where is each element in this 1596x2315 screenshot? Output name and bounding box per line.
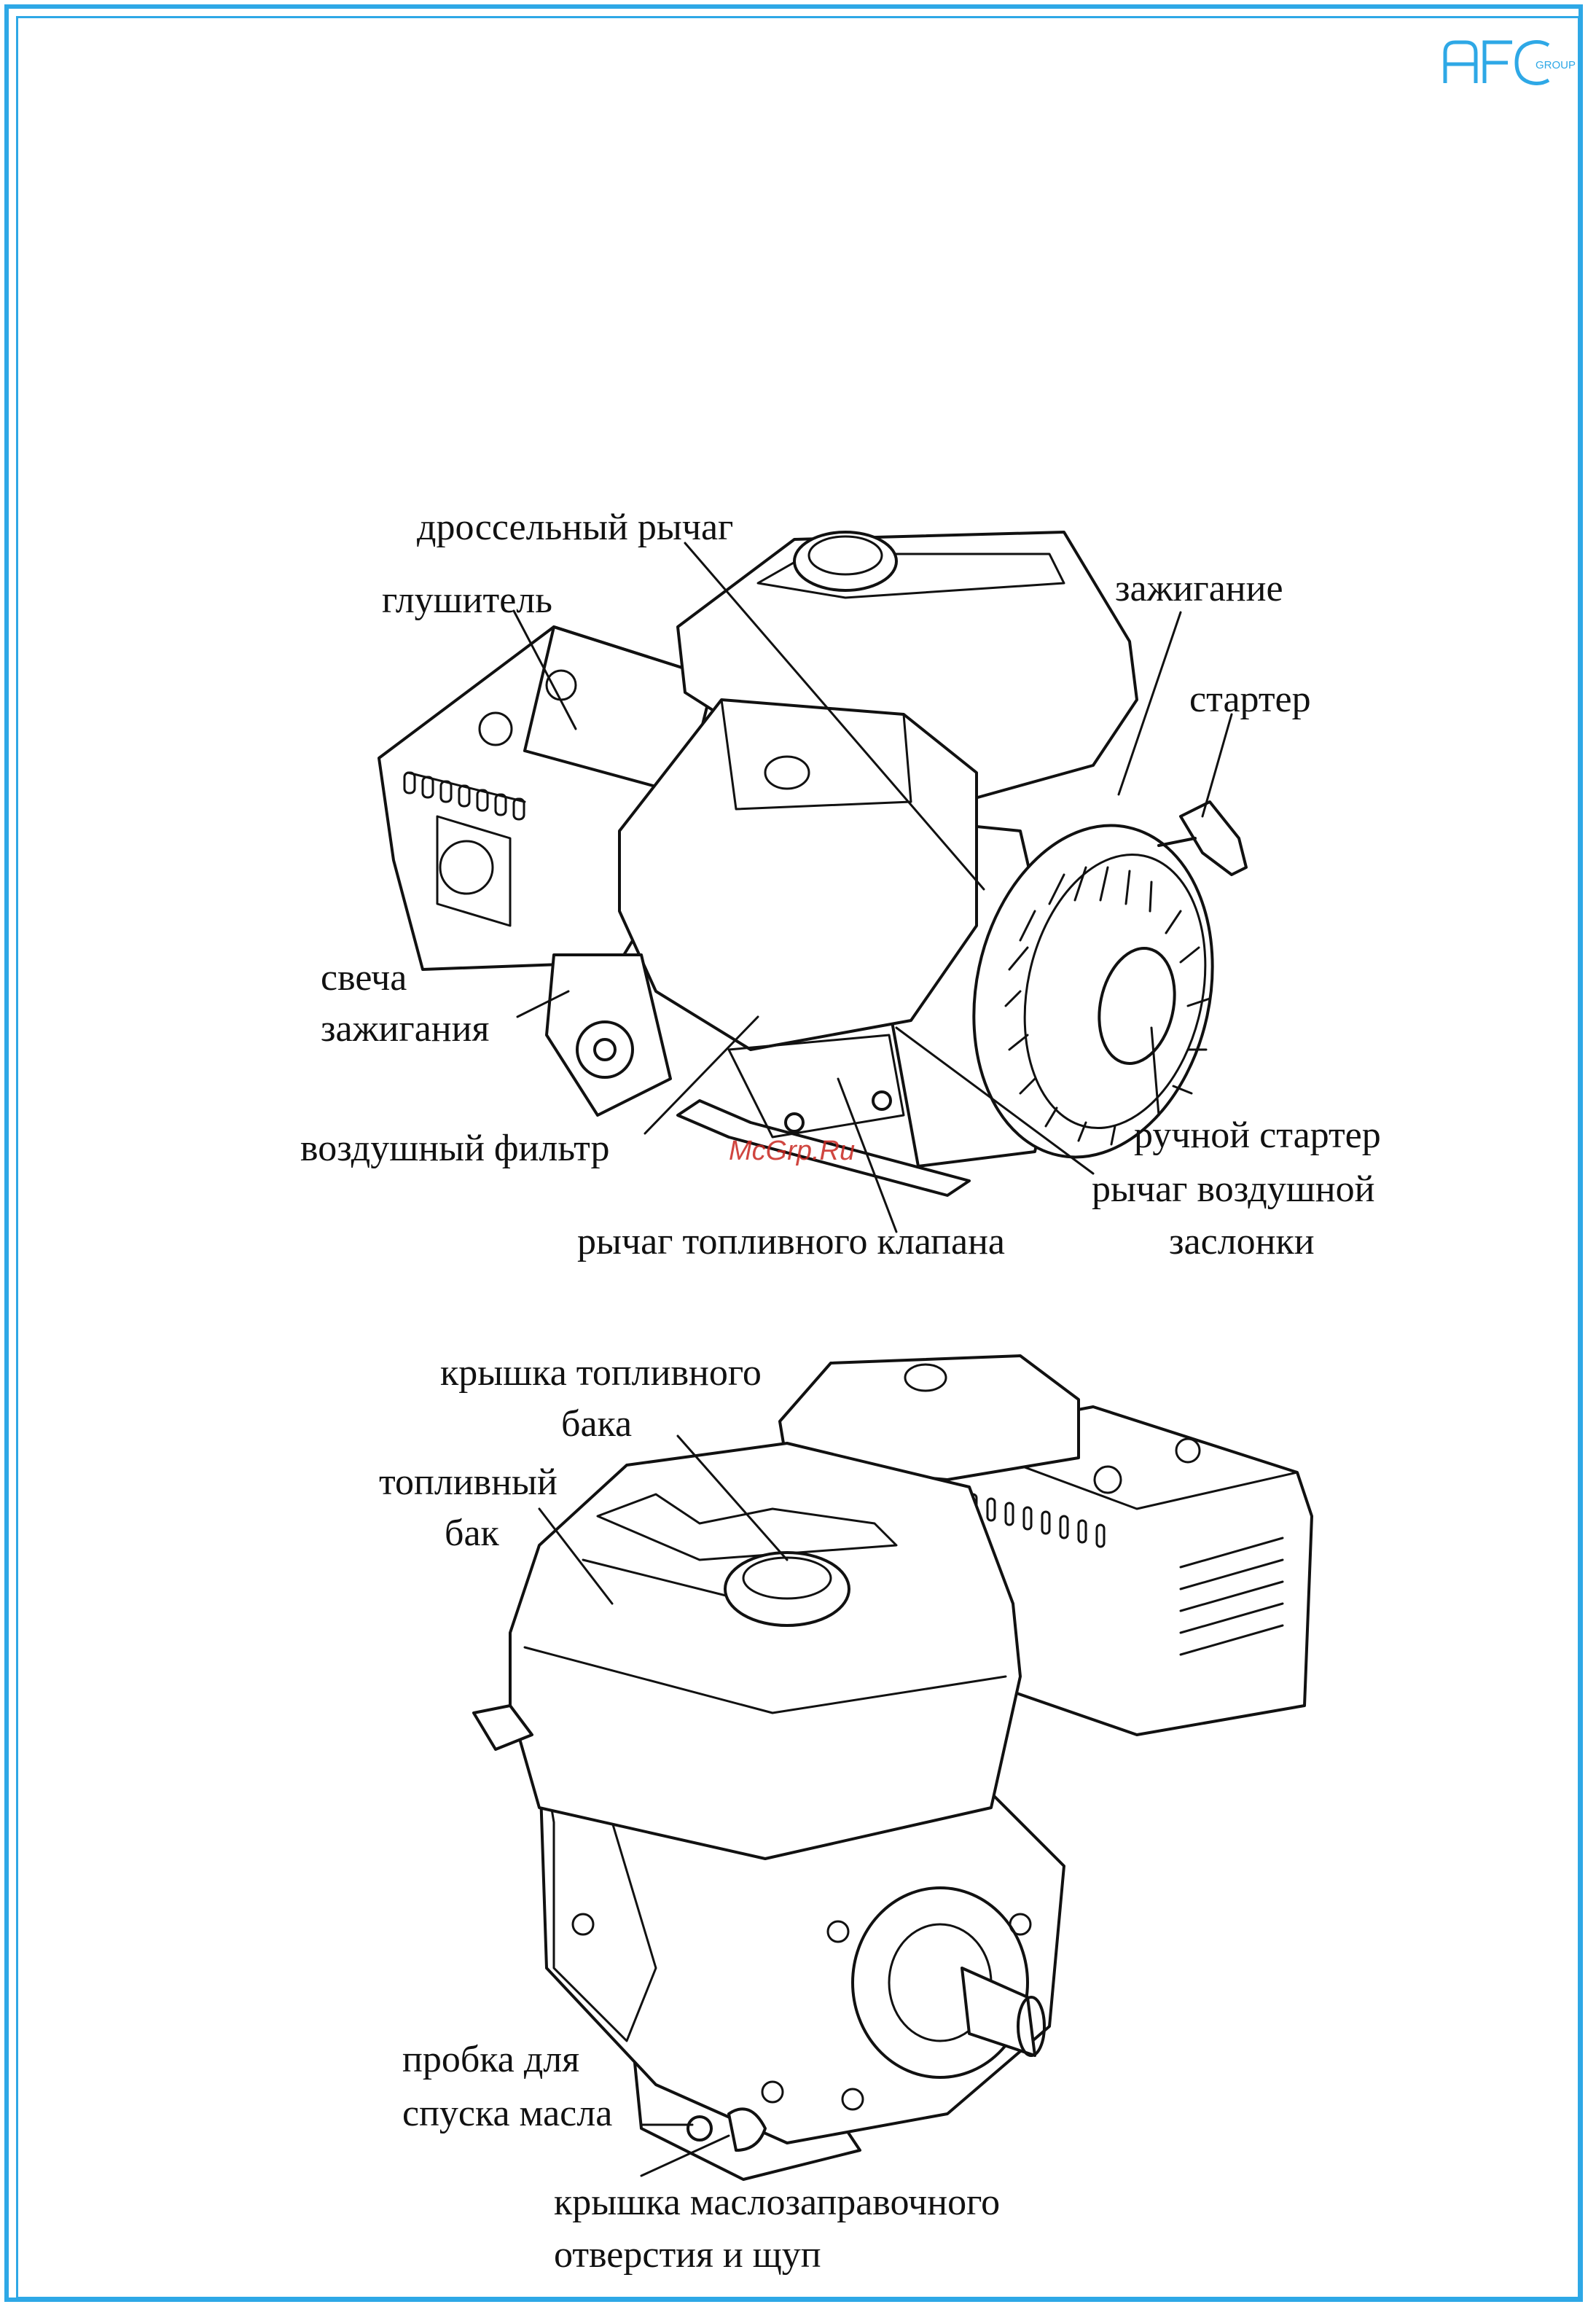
bottom-fuel-cap (725, 1553, 849, 1625)
label-ignition: зажигание (1115, 563, 1283, 615)
label-spark-plug-1: свеча (321, 952, 407, 1004)
label-oil-drain-1: пробка для (402, 2034, 579, 2086)
label-spark-plug-2: зажигания (321, 1003, 489, 1055)
bottom-oil-drain-plug (688, 2117, 711, 2140)
label-choke-lever-2: заслонки (1169, 1216, 1315, 1268)
label-throttle-lever: дроссельный рычаг (417, 501, 733, 554)
label-recoil-starter: ручной стартер (1134, 1109, 1381, 1162)
label-oil-drain-2: спуска масла (402, 2088, 612, 2140)
label-oil-filler-2: отверстия и щуп (554, 2229, 821, 2281)
label-air-filter: воздушный фильтр (300, 1123, 609, 1175)
bottom-engine-drawing (474, 1356, 1312, 2179)
label-fuel-cap-2: бака (561, 1398, 632, 1451)
label-fuel-tank-1: топливный (379, 1456, 558, 1509)
bottom-crank-cover (853, 1888, 1028, 2077)
watermark-text: McGrp.Ru (729, 1136, 855, 1167)
bottom-fuel-tank (510, 1443, 1020, 1859)
label-oil-filler-1: крышка маслозаправочного (554, 2177, 1000, 2229)
label-fuel-valve-lever: рычаг топливного клапана (577, 1216, 1005, 1268)
label-fuel-tank-2: бак (445, 1507, 499, 1560)
label-choke-lever-1: рычаг воздушной (1092, 1163, 1374, 1216)
label-fuel-cap-1: крышка топливного (440, 1347, 762, 1399)
label-starter: стартер (1189, 674, 1311, 726)
label-muffler: глушитель (382, 574, 552, 627)
